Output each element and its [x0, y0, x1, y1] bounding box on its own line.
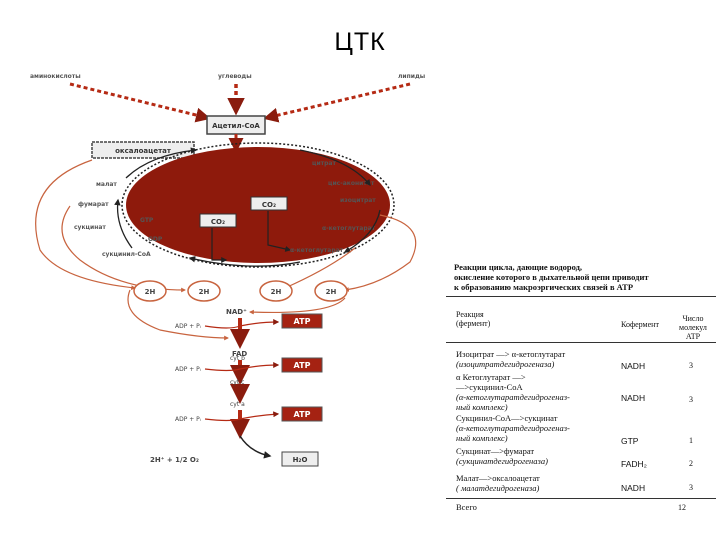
table-heading: Реакции цикла, дающие водород, окисление…	[454, 262, 712, 292]
table-row-2-coenzyme: NADH	[621, 393, 646, 403]
atp-box-3	[281, 406, 323, 422]
table-row-2-reaction: α Кетоглутарат —> —>сукцинил-CoA (α-кето…	[456, 372, 570, 412]
table-heading-line-3: к образованию макроэргических связей в A…	[454, 282, 634, 292]
table-total-value: 12	[678, 503, 686, 512]
table-row-2-line-1: α Кетоглутарат —>	[456, 372, 526, 382]
h-circle-label-2: 2H	[199, 288, 210, 296]
adp-label-1: ADP + Pᵢ	[175, 323, 201, 330]
column-header-reaction: Реакция (фермент)	[456, 310, 490, 328]
oxaloacetate-box: оксалоацетат	[91, 141, 195, 159]
table-row-3-line-2: (α-кетоглутаратдегидрогеназ-	[456, 423, 570, 433]
table-row-5-line-1: Малат—>оксалоацетат	[456, 473, 540, 483]
gtp-label: GTP	[140, 217, 154, 224]
slide-title: ЦТК	[334, 28, 386, 56]
metabolite-succinyl-coa: сукцинил-CoA	[102, 251, 151, 258]
input-label-amino-acids: аминокислоты	[30, 73, 81, 80]
water-label: H₂O	[293, 456, 308, 464]
table-row-1-line-2: (изоцитратдегидрогеназа)	[456, 359, 555, 369]
atp-box-1	[281, 313, 323, 329]
table-row-5-coenzyme: NADH	[621, 483, 646, 493]
adp-label-3: ADP + Pᵢ	[175, 416, 201, 423]
chain-cyta-label: cyt a	[230, 401, 245, 408]
column-header-atp-line-2: молекул	[679, 323, 707, 332]
table-heading-line-1: Реакции цикла, дающие водород,	[454, 262, 583, 272]
column-header-coenzyme: Кофермент	[621, 320, 659, 329]
chain-nad-label: NAD⁺	[226, 308, 247, 316]
table-row-2-atp: 3	[689, 395, 693, 404]
adp-label-2: ADP + Pᵢ	[175, 366, 201, 373]
h-circle-4: 2H	[314, 280, 348, 302]
table-row-5-atp: 3	[689, 483, 693, 492]
metabolite-fumarate: фумарат	[78, 201, 109, 208]
metabolite-alpha-ketoglutarate-1: α-кетоглутарат	[322, 225, 376, 232]
table-total-label: Всего	[456, 502, 477, 512]
gdp-label: GDP	[148, 236, 163, 243]
input-label-carbohydrates: углеводы	[218, 73, 252, 80]
input-arrows	[69, 82, 411, 123]
table-row-4-line-1: Сукцинат—>фумарат	[456, 446, 535, 456]
table-row-4-line-2: (сукцинатдегидрогеназа)	[456, 456, 548, 466]
metabolite-succinate: сукцинат	[74, 224, 106, 231]
h-circle-1: 2H	[133, 280, 167, 302]
h-circle-label-1: 2H	[145, 288, 156, 296]
co2-box-1: CO₂	[199, 213, 237, 228]
metabolite-isocitrate: изоцитрат	[340, 197, 376, 204]
h-circle-3: 2H	[259, 280, 293, 302]
table-row-3-reaction: Сукцинил-CoA—>сукцинат (α-кетоглутаратде…	[456, 413, 570, 443]
metabolite-alpha-ketoglutarate-2: α-кетоглутарат	[290, 247, 344, 254]
table-row-3-atp: 1	[689, 436, 693, 445]
reaction-table: Реакции цикла, дающие водород, окисление…	[446, 262, 716, 522]
atp-label-3: ATP	[294, 410, 311, 419]
atp-box-2	[281, 357, 323, 373]
table-row-1-atp: 3	[689, 361, 693, 370]
metabolite-citrate: цитрат	[312, 160, 336, 167]
table-row-1-coenzyme: NADH	[621, 361, 646, 371]
table-row-1-reaction: Изоцитрат —> α-кетоглутарат (изоцитратде…	[456, 349, 565, 369]
table-row-4-atp: 2	[689, 459, 693, 468]
table-row-1-line-1: Изоцитрат —> α-кетоглутарат	[456, 349, 566, 359]
oxaloacetate-label: оксалоацетат	[115, 147, 172, 155]
atp-label-2: ATP	[294, 361, 311, 370]
input-label-lipids: липиды	[398, 73, 425, 80]
metabolite-malate: малат	[96, 181, 117, 188]
chain-cytc-label: cyt c	[230, 379, 244, 386]
table-row-3-line-3: ный комплекс)	[456, 433, 508, 443]
column-header-reaction-line-2: (фермент)	[456, 319, 491, 328]
h-circle-label-4: 2H	[326, 288, 337, 296]
table-heading-line-2: окисление которого в дыхательной цепи пр…	[454, 272, 649, 282]
table-row-2-line-4: ный комплекс)	[456, 402, 508, 412]
acetyl-coa-label: Ацетил-CoA	[212, 122, 260, 130]
water-equation-label: 2H⁺ + 1/2 O₂	[150, 456, 199, 464]
chain-fad-label: FAD	[232, 350, 247, 358]
table-row-3-coenzyme: GTP	[621, 436, 639, 446]
tca-cycle-diagram: аминокислоты углеводы липиды Ацетил-CoA …	[30, 73, 425, 467]
column-header-atp-line-3: ATP	[685, 332, 701, 341]
co2-label-1: CO₂	[211, 218, 225, 226]
h-circle-2: 2H	[187, 280, 221, 302]
table-row-4-coenzyme: FADH₂	[621, 459, 647, 469]
metabolite-cis-aconitate: цис-аконитат	[328, 180, 375, 187]
co2-label-2: CO₂	[262, 201, 276, 209]
table-row-2-line-2: —>сукцинил-CoA	[456, 382, 523, 392]
acetyl-coa-box: Ацетил-CoA	[206, 115, 266, 135]
cycle-arrows	[114, 147, 381, 267]
table-row-5-reaction: Малат—>оксалоацетат ( малатдегидрогеназа…	[456, 473, 540, 493]
table-row-5-line-2: ( малатдегидрогеназа)	[456, 483, 540, 493]
chain-cytb-label: cyt b	[230, 355, 245, 362]
table-row-3-line-1: Сукцинил-CoA—>сукцинат	[456, 413, 558, 423]
table-row-4-reaction: Сукцинат—>фумарат (сукцинатдегидрогеназа…	[456, 446, 548, 466]
atp-label-1: ATP	[294, 317, 311, 326]
co2-box-2: CO₂	[250, 196, 288, 211]
column-header-reaction-line-1: Реакция	[456, 310, 484, 319]
respiratory-chain: NAD⁺ FAD cyt b cyt c cyt a ADP + Pᵢ ATP …	[150, 308, 323, 467]
water-box	[281, 451, 319, 467]
table-row-2-line-3: (α-кетоглутаратдегидрогеназ-	[456, 392, 570, 402]
column-header-atp-line-1: Число	[682, 314, 704, 323]
h-circle-label-3: 2H	[271, 288, 282, 296]
column-header-atp: Число молекул ATP	[679, 314, 707, 341]
